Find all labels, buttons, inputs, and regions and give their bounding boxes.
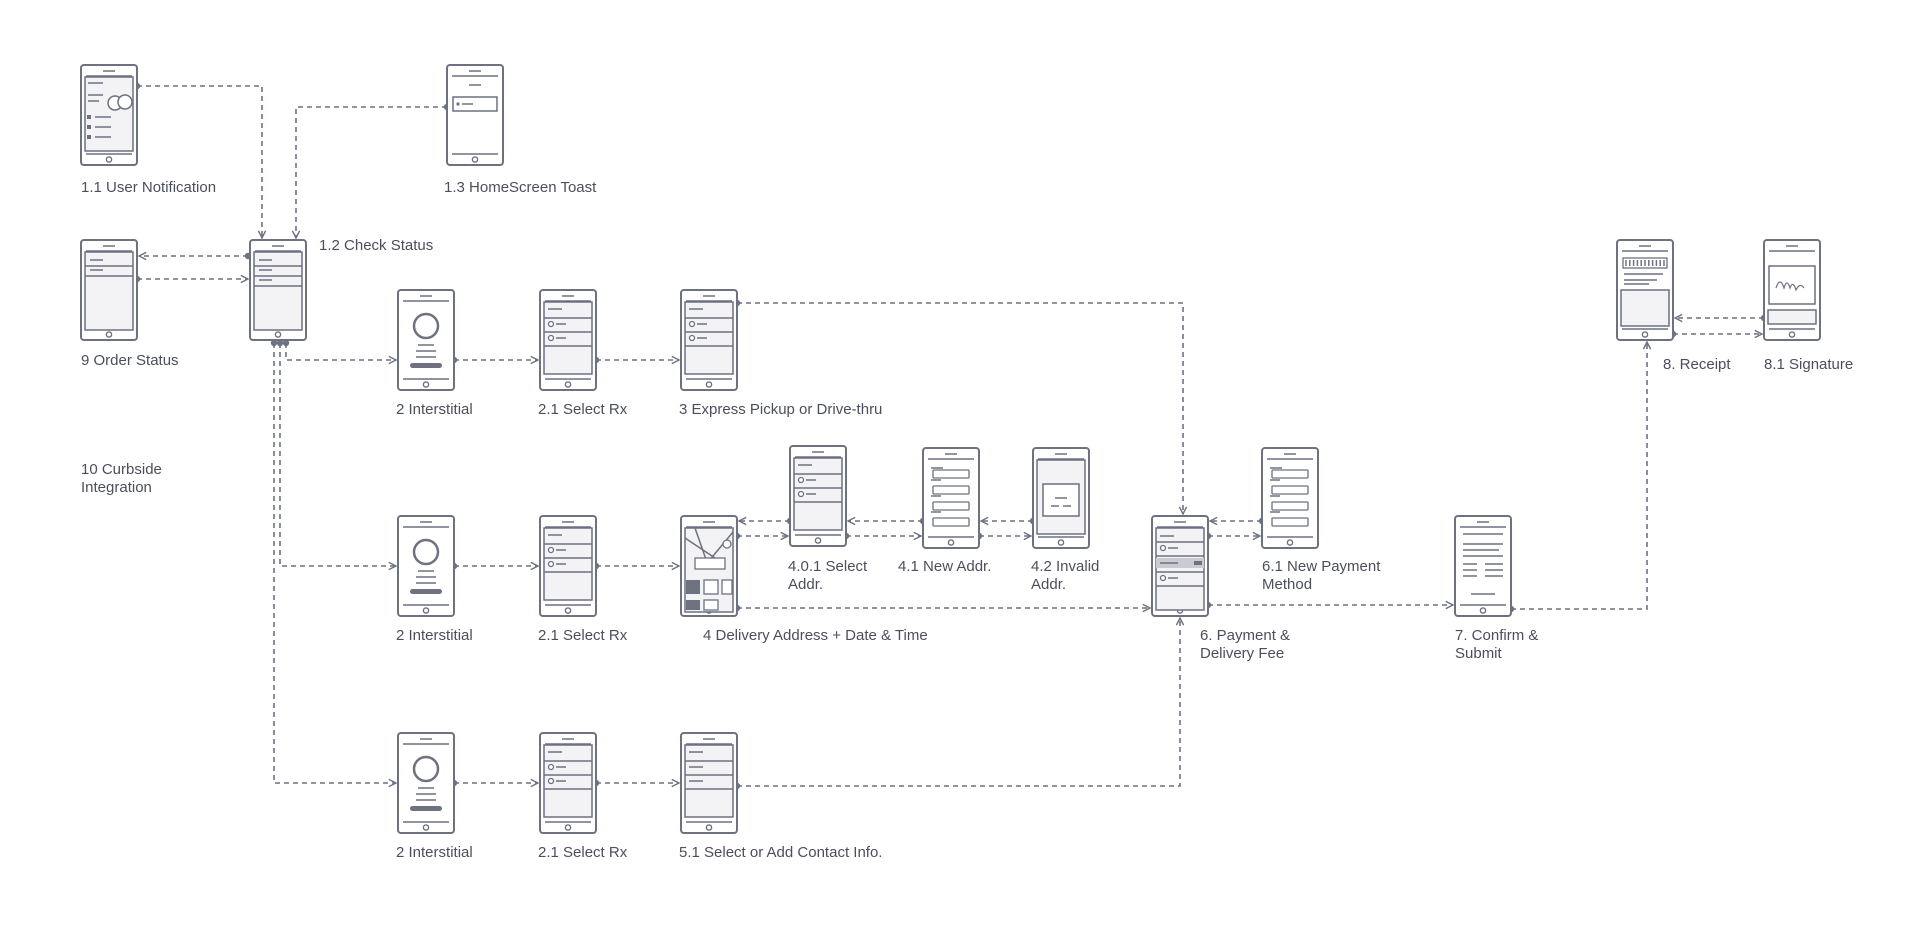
home-button <box>422 607 430 614</box>
screens: 1.1 User Notification 1.3 HomeScreen Toas… <box>80 64 1853 861</box>
connector-n12-to-n2a <box>285 343 396 360</box>
home-button <box>814 537 822 544</box>
screen-n2b[interactable]: 2 Interstitial <box>396 515 473 644</box>
home-button <box>1788 331 1796 338</box>
phone-frame <box>922 447 980 549</box>
screen-n2a[interactable]: 2 Interstitial <box>396 289 473 418</box>
screen-n3[interactable]: 3 Express Pickup or Drive-thru <box>679 289 882 418</box>
phone-frame <box>397 515 455 617</box>
screen-n6[interactable]: 6. Payment &Delivery Fee <box>1151 515 1290 662</box>
screen-n21c[interactable]: 2.1 Select Rx <box>538 732 628 861</box>
screen-n2c[interactable]: 2 Interstitial <box>396 732 473 861</box>
screen-label-n81: 8.1 Signature <box>1764 356 1853 373</box>
connector-n12-to-n2b <box>279 343 396 566</box>
home-button <box>471 156 479 163</box>
connector-origin-dot <box>276 339 284 347</box>
screen-label-n12: 1.2 Check Status <box>319 237 433 254</box>
home-button <box>422 381 430 388</box>
screen-n41[interactable]: 4.1 New Addr. <box>898 447 991 575</box>
screen-n81[interactable]: 8.1 Signature <box>1763 239 1853 373</box>
screen-n12[interactable]: 1.2 Check Status <box>249 237 433 341</box>
screen-label-n2c: 2 Interstitial <box>396 844 473 861</box>
connector-n3-to-n6 <box>737 302 1183 514</box>
home-button <box>422 824 430 831</box>
home-button <box>564 607 572 614</box>
screen-label-n3: 3 Express Pickup or Drive-thru <box>679 401 882 418</box>
screen-label-n6: 6. Payment &Delivery Fee <box>1200 627 1290 662</box>
connectors <box>133 82 1768 790</box>
screen-n8[interactable]: 8. Receipt <box>1616 239 1731 373</box>
connector-n51-to-n6 <box>737 618 1180 787</box>
phone-frame <box>1261 447 1319 549</box>
phone-frame <box>1454 515 1512 617</box>
home-button <box>564 824 572 831</box>
screen-label-n2a: 2 Interstitial <box>396 401 473 418</box>
home-button <box>274 331 282 338</box>
screen-n11[interactable]: 1.1 User Notification <box>80 64 216 196</box>
screen-label-n8: 8. Receipt <box>1663 356 1731 373</box>
home-button <box>105 156 113 163</box>
home-button <box>705 381 713 388</box>
screen-label-n9: 9 Order Status <box>81 352 179 369</box>
screen-label-n21a: 2.1 Select Rx <box>538 401 628 418</box>
screen-label-n51: 5.1 Select or Add Contact Info. <box>679 844 882 861</box>
phone-frame <box>446 64 504 166</box>
screen-n51[interactable]: 5.1 Select or Add Contact Info. <box>679 732 882 861</box>
home-button <box>947 539 955 546</box>
screen-label-n2b: 2 Interstitial <box>396 627 473 644</box>
home-button <box>1641 331 1649 338</box>
screen-label-n7: 7. Confirm &Submit <box>1455 627 1538 662</box>
connector-origin-dot <box>270 339 278 347</box>
screen-label-n21b: 2.1 Select Rx <box>538 627 628 644</box>
connector-n11-to-n12 <box>137 85 262 238</box>
home-button <box>1479 607 1487 614</box>
screen-n21b[interactable]: 2.1 Select Rx <box>538 515 628 644</box>
screen-label-n41: 4.1 New Addr. <box>898 558 991 575</box>
connector-n13-to-n12 <box>296 106 447 238</box>
screen-label-n13: 1.3 HomeScreen Toast <box>444 179 597 196</box>
screen-label-n21c: 2.1 Select Rx <box>538 844 628 861</box>
screen-label-n4: 4 Delivery Address + Date & Time <box>703 627 928 644</box>
phone-frame <box>397 732 455 834</box>
connector-n7-to-n8 <box>1511 342 1647 610</box>
connector-n12-to-n2c <box>273 343 396 783</box>
screen-label-n11: 1.1 User Notification <box>81 179 216 196</box>
phone-frame <box>397 289 455 391</box>
screen-n21a[interactable]: 2.1 Select Rx <box>538 289 628 418</box>
screen-n13[interactable]: 1.3 HomeScreen Toast <box>444 64 597 196</box>
screen-n9[interactable]: 9 Order Status <box>80 239 179 369</box>
home-button <box>705 824 713 831</box>
connector-origin-dot <box>282 339 290 347</box>
screen-n4[interactable]: 4 Delivery Address + Date & Time <box>680 515 928 644</box>
screen-n7[interactable]: 7. Confirm &Submit <box>1454 515 1538 662</box>
home-button <box>1286 539 1294 546</box>
home-button <box>1057 539 1065 546</box>
home-button <box>105 331 113 338</box>
home-button <box>564 381 572 388</box>
